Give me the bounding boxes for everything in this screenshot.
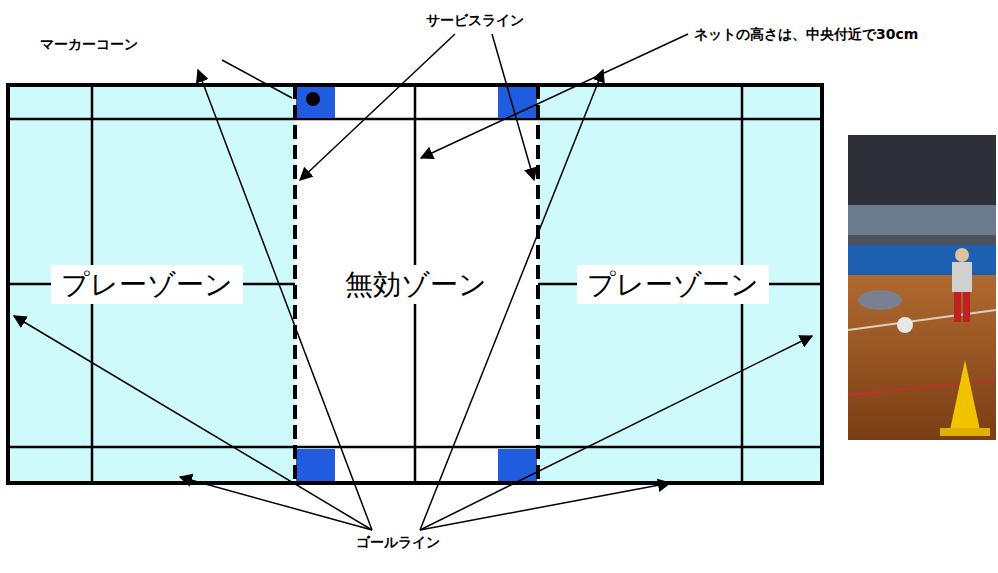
part-label: マーカーコーン [40, 36, 138, 53]
part-label: サービスライン [426, 12, 524, 29]
zone-label: プレーゾーン [577, 265, 769, 304]
zone-label: 無効ゾーン [335, 265, 497, 304]
play-zone: プレーゾーン [8, 85, 295, 483]
play-zone: プレーゾーン [538, 85, 822, 483]
zone-label: プレーゾーン [51, 265, 243, 304]
part-label: ゴールライン [356, 534, 440, 551]
note-label: ネットの高さは、中央付近で30cm [694, 26, 918, 43]
invalid-zone: 無効ゾーン [295, 85, 538, 483]
